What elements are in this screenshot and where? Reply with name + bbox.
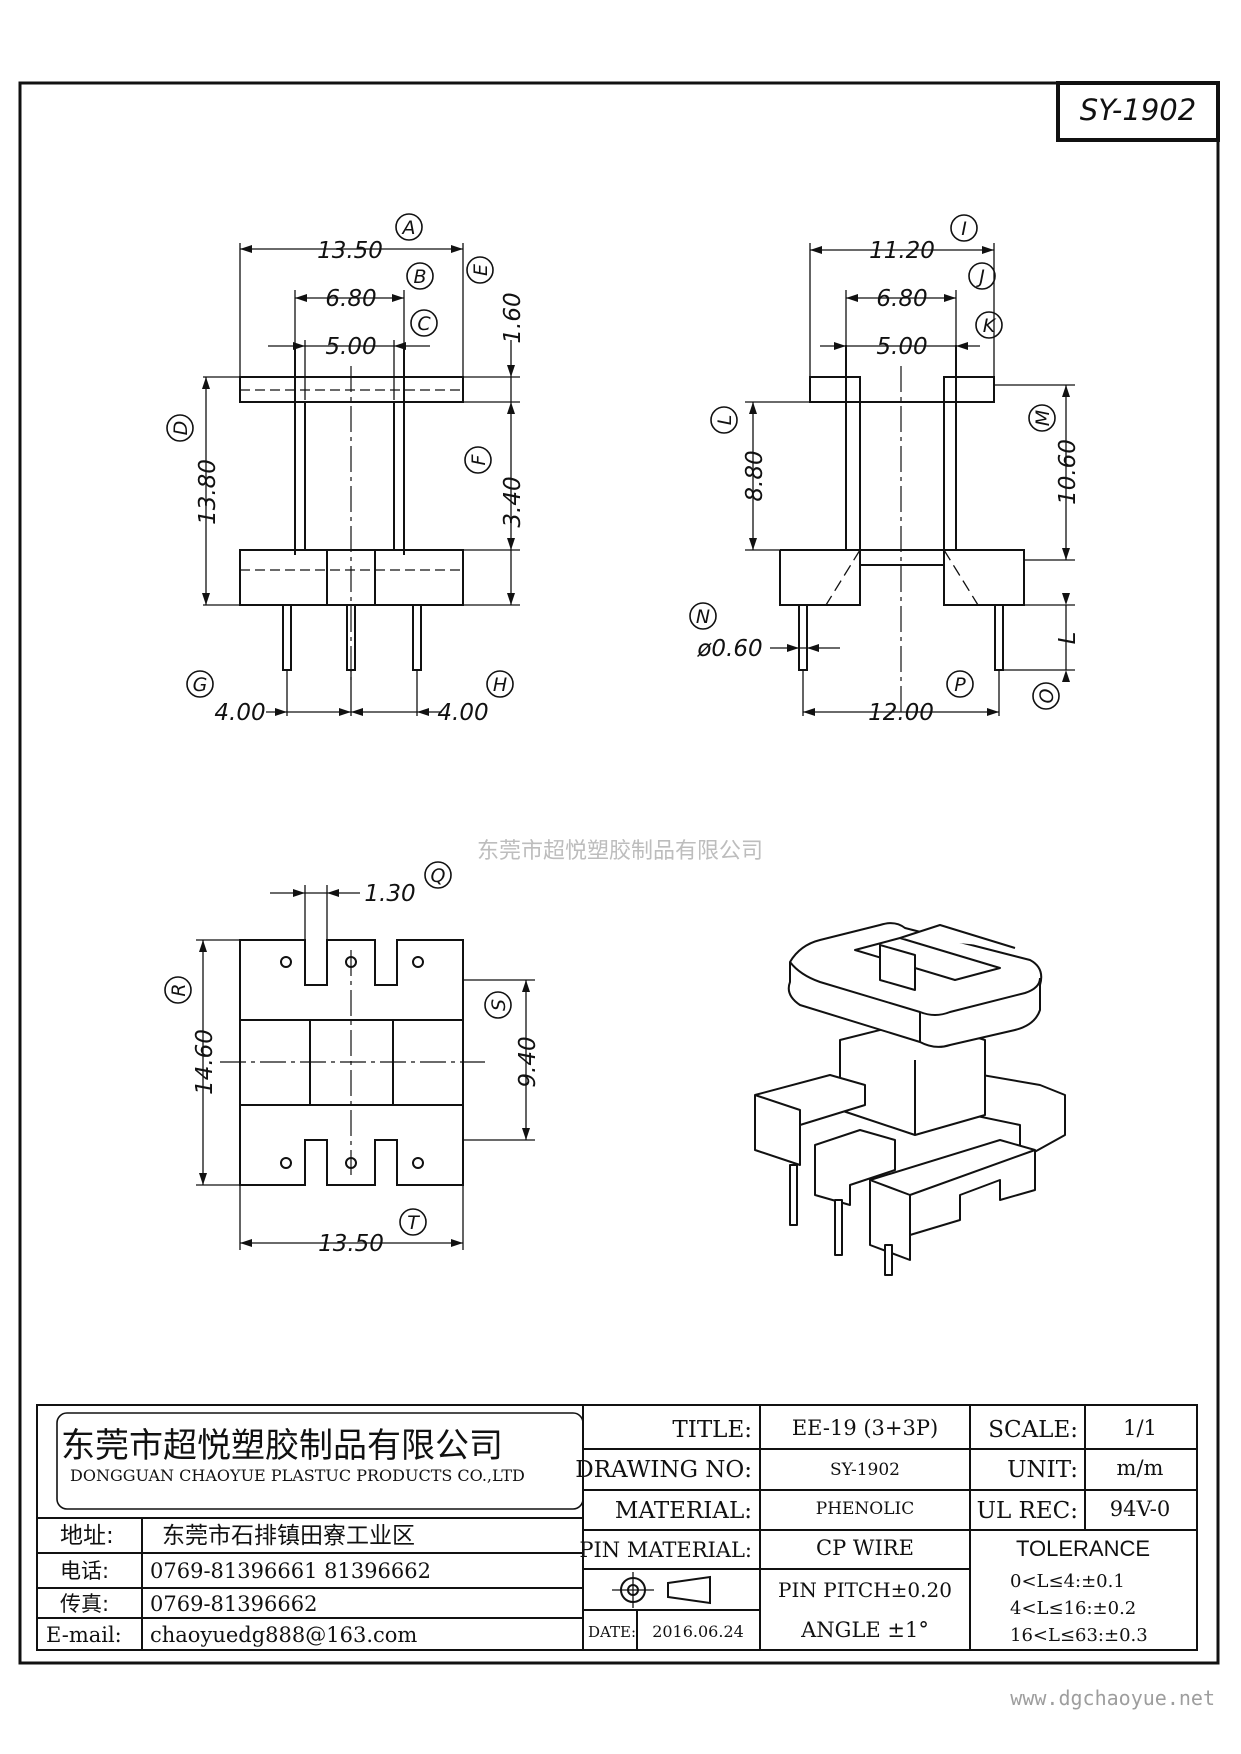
unit-label: UNIT: [1007, 1457, 1078, 1483]
drawing-no-value: SY-1902 [830, 1460, 900, 1480]
dim-side-L: 8.80 [742, 450, 768, 501]
dim-front-E: 1.60 [500, 292, 526, 343]
pin-material-value: CP WIRE [816, 1536, 914, 1560]
balloon-F: F [468, 453, 490, 465]
website-text: www.dgchaoyue.net [1010, 1686, 1215, 1710]
balloon-K: K [983, 315, 997, 337]
balloon-C: C [417, 313, 431, 335]
dim-side-K: 5.00 [876, 334, 927, 360]
balloon-R: R [168, 983, 190, 996]
unit-value: m/m [1117, 1456, 1164, 1480]
dim-side-P: 12.00 [868, 700, 934, 726]
title-block [36, 1404, 1198, 1651]
dim-front-D: 13.80 [195, 459, 221, 525]
phone-value: 0769-81396661 81396662 [150, 1559, 431, 1583]
balloon-I: I [961, 218, 967, 240]
phone-label: 电话: [60, 1559, 109, 1583]
dim-side-M: 10.60 [1055, 439, 1081, 505]
date-value: 2016.06.24 [652, 1622, 744, 1641]
date-label: DATE: [588, 1623, 636, 1641]
balloon-M: M [1032, 410, 1054, 426]
balloon-B: B [413, 266, 426, 288]
drawing-no-label: DRAWING NO: [575, 1457, 752, 1483]
dim-front-C: 5.00 [325, 334, 376, 360]
balloon-Q: Q [431, 865, 446, 887]
tolerance-row-2: 4<L≤16:±0.2 [1010, 1598, 1136, 1619]
dim-side-J: 6.80 [876, 286, 927, 312]
balloon-S: S [488, 999, 510, 1011]
dim-side-pin-length: L [1055, 632, 1081, 645]
material-label: MATERIAL: [615, 1498, 752, 1524]
front-view [202, 243, 520, 716]
balloon-P: P [954, 674, 966, 696]
ul-rec-value: 94V-0 [1110, 1497, 1170, 1521]
balloon-J: J [975, 266, 985, 288]
balloon-E: E [470, 264, 492, 276]
address-label: 地址: [60, 1523, 114, 1549]
front-pin-right [412, 604, 422, 671]
email-value: chaoyuedg888@163.com [150, 1623, 417, 1647]
tolerance-row-1: 0<L≤4:±0.1 [1010, 1571, 1125, 1592]
address-value: 东莞市石排镇田寮工业区 [162, 1523, 415, 1549]
isometric-view [754, 922, 1066, 1276]
scale-label: SCALE: [988, 1417, 1078, 1443]
dim-front-B: 6.80 [325, 286, 376, 312]
fax-value: 0769-81396662 [150, 1592, 317, 1616]
dim-front-G: 4.00 [214, 700, 265, 726]
tolerance-label: TOLERANCE [1016, 1536, 1150, 1561]
company-name-cn: 东莞市超悦塑胶制品有限公司 [61, 1426, 503, 1466]
balloon-D: D [170, 421, 192, 436]
pin-material-label: PIN MATERIAL: [579, 1538, 752, 1562]
dim-front-F: 3.40 [500, 476, 526, 527]
watermark-text: 东莞市超悦塑胶制品有限公司 [477, 839, 763, 864]
fax-label: 传真: [60, 1592, 109, 1616]
front-balloons [166, 213, 514, 698]
balloon-N: N [696, 606, 710, 628]
balloon-H: H [493, 674, 507, 696]
part-code: SY-1902 [1080, 93, 1196, 127]
bottom-balloons [164, 861, 512, 1236]
tolerance-row-3: 16<L≤63:±0.3 [1010, 1625, 1148, 1646]
dim-bottom-S: 9.40 [515, 1036, 541, 1087]
pin-pitch: PIN PITCH±0.20 [778, 1578, 952, 1602]
scale-value: 1/1 [1123, 1416, 1157, 1440]
dim-bottom-R: 14.60 [192, 1029, 218, 1095]
bottom-view [196, 885, 535, 1250]
ul-rec-label: UL REC: [977, 1498, 1078, 1524]
dim-front-A: 13.50 [317, 238, 383, 264]
balloon-T: T [407, 1212, 420, 1234]
sheet-border [18, 81, 1220, 1665]
company-name-en: DONGGUAN CHAOYUE PLASTUC PRODUCTS CO.,LT… [70, 1466, 525, 1485]
balloon-A: A [401, 217, 416, 239]
part-code-box [1056, 81, 1220, 142]
balloon-O: O [1036, 688, 1058, 703]
title-value: EE-19 (3+3P) [792, 1416, 938, 1440]
dim-bottom-Q: 1.30 [364, 881, 415, 907]
angle-tolerance: ANGLE ±1° [800, 1618, 929, 1642]
side-balloons [689, 214, 1060, 710]
material-value: PHENOLIC [816, 1499, 915, 1519]
balloon-G: G [193, 674, 208, 696]
dim-side-N: ø0.60 [696, 636, 762, 662]
balloon-L: L [714, 415, 736, 426]
side-view [745, 243, 1075, 716]
title-label: TITLE: [672, 1417, 752, 1443]
dim-front-H: 4.00 [437, 700, 488, 726]
dim-bottom-T: 13.50 [318, 1231, 384, 1257]
dim-side-I: 11.20 [869, 238, 935, 264]
front-pin-left [282, 604, 292, 671]
email-label: E-mail: [46, 1623, 122, 1647]
